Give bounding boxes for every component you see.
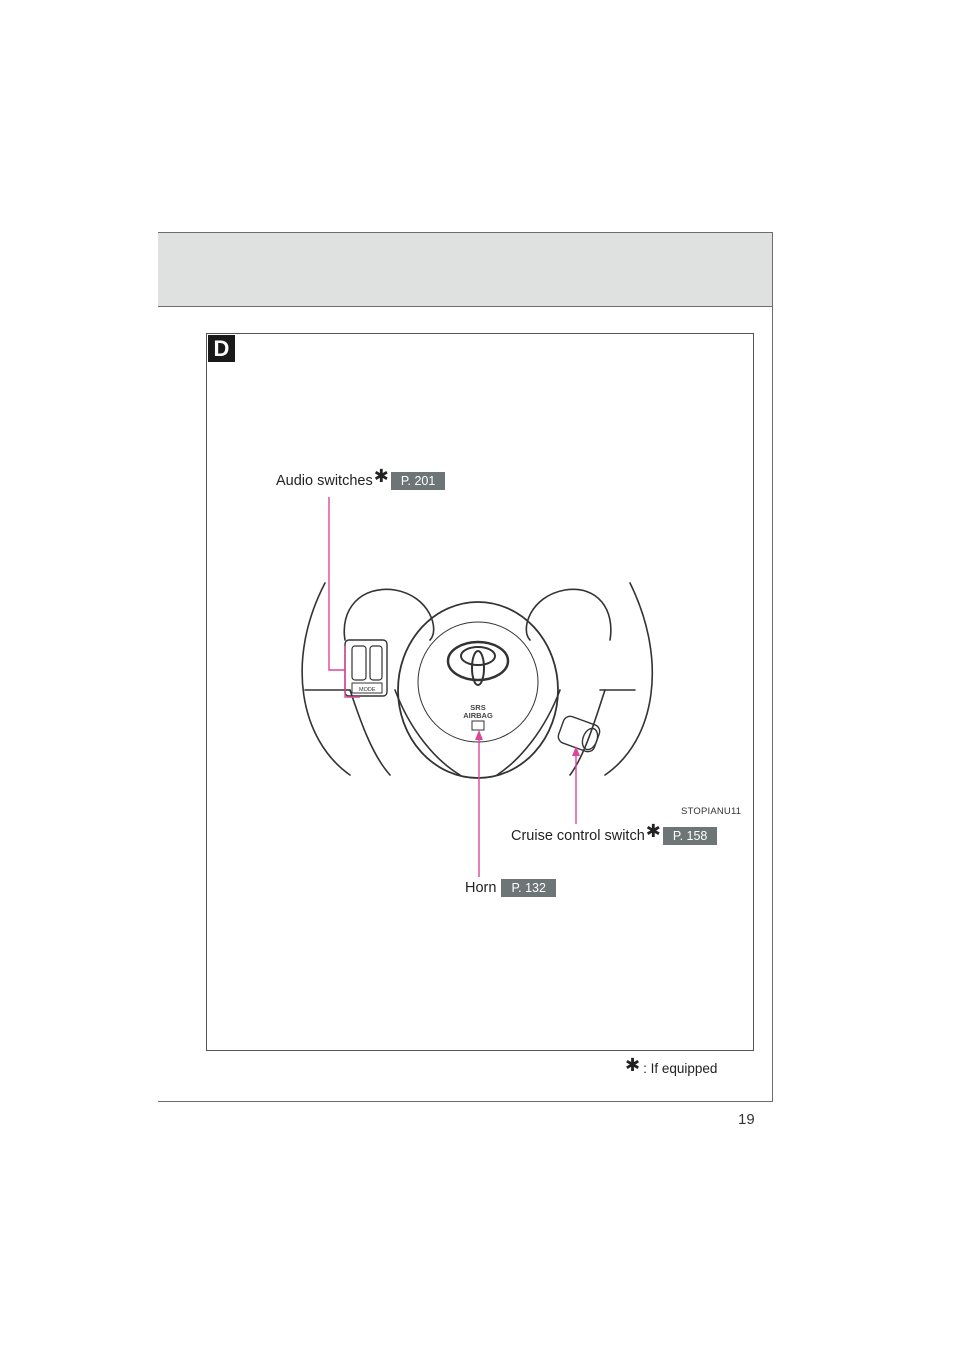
if-equipped-star-icon: ✱	[373, 466, 389, 486]
horn-page-ref[interactable]: P. 132	[501, 879, 556, 897]
audio-switches-label: Audio switches	[276, 472, 373, 489]
srs-text: SRS	[470, 703, 485, 712]
figure-code: STOPIANU11	[681, 806, 742, 817]
horn-arrow-icon	[475, 730, 483, 740]
mode-button-label: MODE	[359, 687, 376, 693]
footnote-star-icon: ✱	[625, 1055, 641, 1075]
cruise-control-callout: Cruise control switch ✱ P. 158	[511, 821, 718, 846]
illustration-panel	[206, 333, 754, 1051]
right-margin-rule	[772, 232, 773, 1101]
cruise-arrow-icon	[572, 746, 580, 756]
audio-switches-callout: Audio switches ✱ P. 201	[276, 466, 446, 491]
cruise-control-label: Cruise control switch	[511, 827, 645, 844]
airbag-text: AIRBAG	[463, 711, 493, 720]
bottom-rule	[158, 1101, 773, 1102]
section-letter: D	[208, 335, 235, 362]
page-number: 19	[738, 1111, 755, 1128]
footnote-text: : If equipped	[643, 1061, 718, 1076]
horn-callout: Horn P. 132	[465, 879, 556, 897]
if-equipped-star-icon: ✱	[645, 821, 661, 841]
footnote: ✱ : If equipped	[624, 1055, 718, 1079]
horn-label: Horn	[465, 880, 497, 896]
cruise-page-ref[interactable]: P. 158	[662, 826, 718, 845]
header-band	[158, 232, 773, 307]
audio-leader-line	[328, 497, 345, 671]
audio-bracket-line	[344, 646, 360, 698]
audio-page-ref[interactable]: P. 201	[390, 471, 446, 490]
